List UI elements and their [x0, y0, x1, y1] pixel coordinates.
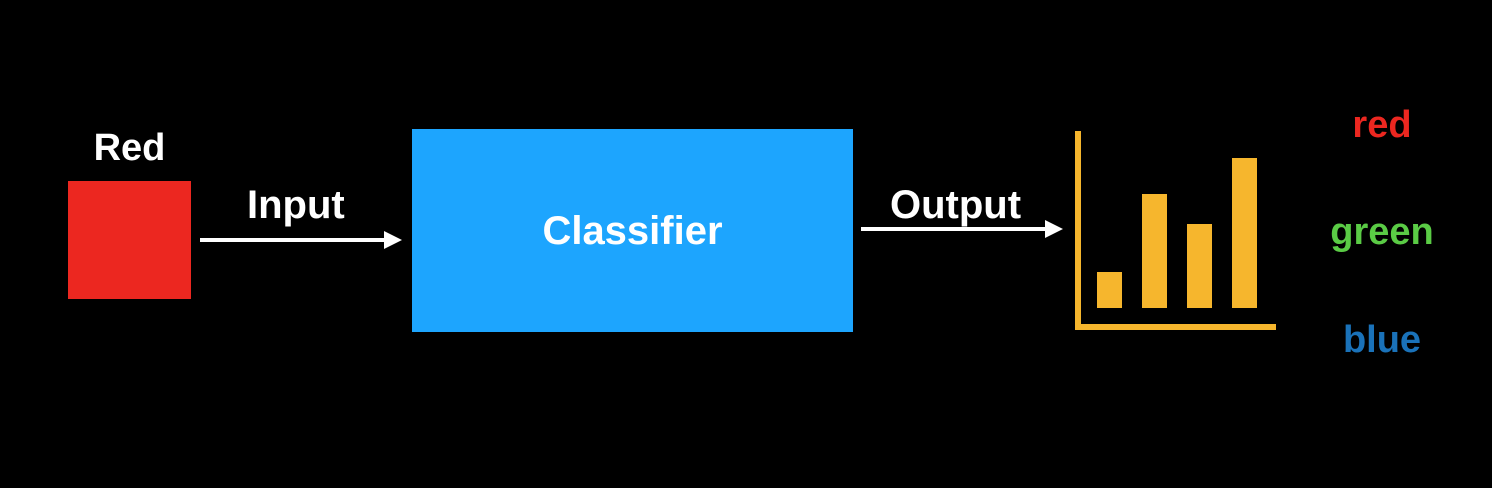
class-label-red: red	[1352, 104, 1412, 146]
chart-bar	[1232, 158, 1257, 308]
input-arrow	[200, 231, 402, 249]
chart-bar	[1142, 194, 1167, 308]
chart-bar	[1187, 224, 1212, 308]
input-color-square	[68, 181, 191, 299]
output-arrow-label: Output	[890, 183, 1022, 227]
classifier-box: Classifier	[412, 129, 853, 332]
chart-bar	[1097, 272, 1122, 308]
input-arrow-label: Input	[247, 183, 345, 227]
input-label: Red	[93, 127, 166, 169]
class-label-blue: blue	[1342, 319, 1422, 361]
chart-bars	[1097, 158, 1257, 308]
class-label-green: green	[1330, 211, 1434, 253]
classifier-label: Classifier	[542, 208, 723, 253]
output-arrow	[861, 220, 1063, 238]
